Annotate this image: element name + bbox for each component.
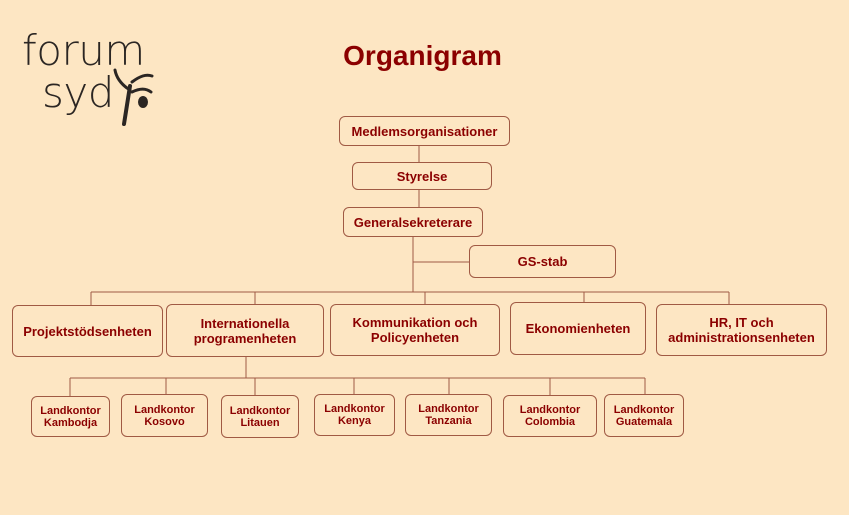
- logo-word-forum: forum: [22, 26, 145, 75]
- node-landkontor-colombia: Landkontor Colombia: [503, 395, 597, 437]
- node-gs-stab: GS-stab: [469, 245, 616, 278]
- node-projektstodsenheten: Projektstödsenheten: [12, 305, 163, 357]
- node-landkontor-litauen: Landkontor Litauen: [221, 395, 299, 438]
- node-kommunikation-policyenheten: Kommunikation och Policyenheten: [330, 304, 500, 356]
- node-generalsekreterare: Generalsekreterare: [343, 207, 483, 237]
- node-hr-it-administrationsenheten: HR, IT och administrationsenheten: [656, 304, 827, 356]
- node-ekonomienheten: Ekonomienheten: [510, 302, 646, 355]
- node-landkontor-kosovo: Landkontor Kosovo: [121, 394, 208, 437]
- node-landkontor-guatemala: Landkontor Guatemala: [604, 394, 684, 437]
- node-landkontor-kambodja: Landkontor Kambodja: [31, 396, 110, 437]
- logo-sprout-icon: [113, 68, 154, 126]
- node-landkontor-tanzania: Landkontor Tanzania: [405, 394, 492, 436]
- node-landkontor-kenya: Landkontor Kenya: [314, 394, 395, 436]
- node-medlemsorganisationer: Medlemsorganisationer: [339, 116, 510, 146]
- page-title: Organigram: [343, 40, 502, 71]
- forum-syd-logo: forum syd: [18, 30, 158, 140]
- node-internationella-programenheten: Internationella programenheten: [166, 304, 324, 357]
- node-styrelse: Styrelse: [352, 162, 492, 190]
- logo-word-syd: syd: [42, 68, 114, 117]
